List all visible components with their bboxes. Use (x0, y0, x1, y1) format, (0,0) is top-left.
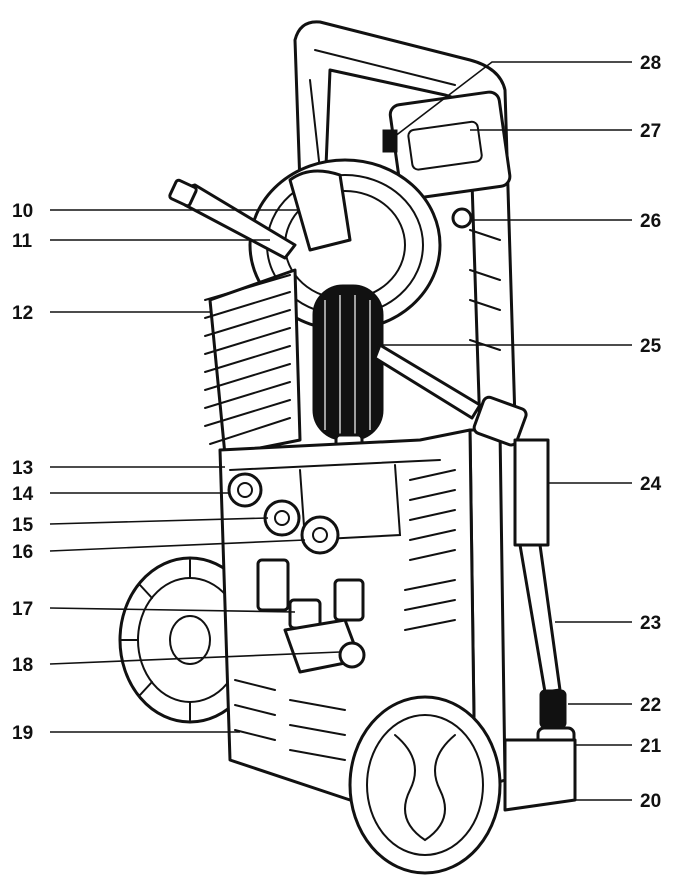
pressure-washer-illustration (118, 20, 577, 875)
callout-labels: 28 27 26 25 24 23 22 21 20 10 11 12 13 1… (12, 53, 662, 812)
callout-24: 24 (640, 474, 662, 495)
callout-13: 13 (12, 458, 33, 479)
right-wheel (348, 695, 502, 875)
callout-28: 28 (640, 53, 661, 74)
callout-19: 19 (12, 723, 33, 744)
callout-11: 11 (12, 231, 33, 252)
pump-connectors (256, 558, 366, 674)
callout-25: 25 (640, 336, 662, 357)
rotary-brush (312, 284, 384, 467)
callout-15: 15 (12, 515, 34, 536)
callout-23: 23 (640, 613, 661, 634)
callout-18: 18 (12, 655, 33, 676)
callout-20: 20 (640, 791, 661, 812)
handle-frame (293, 20, 517, 432)
callout-14: 14 (12, 484, 34, 505)
callout-26: 26 (640, 211, 661, 232)
callout-12: 12 (12, 303, 33, 324)
callout-22: 22 (640, 695, 661, 716)
callout-16: 16 (12, 542, 33, 563)
switch-knob (382, 129, 398, 153)
callout-10: 10 (12, 201, 33, 222)
nozzle-holder (503, 738, 577, 812)
callout-17: 17 (12, 599, 33, 620)
control-knobs (227, 472, 340, 555)
brush-attachment-comb (204, 268, 302, 457)
callout-21: 21 (640, 736, 662, 757)
callout-27: 27 (640, 121, 661, 142)
leader-lines (49, 61, 632, 801)
